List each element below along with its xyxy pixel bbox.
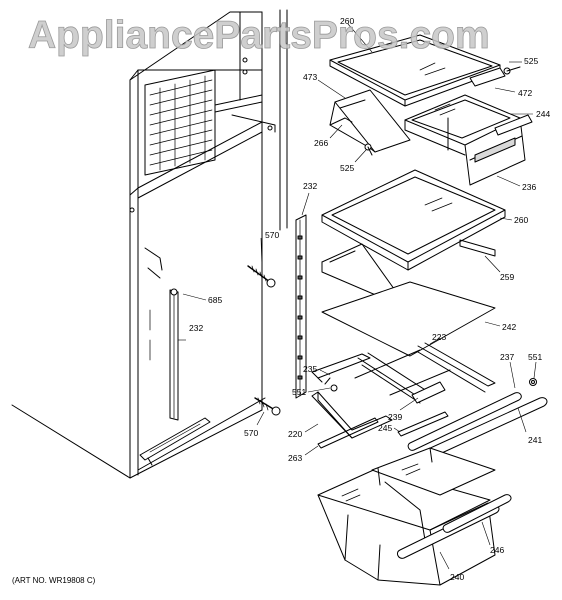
callout-245: 245 xyxy=(378,423,392,433)
callout-239: 239 xyxy=(388,412,402,422)
callout-259: 259 xyxy=(500,272,514,282)
deli-drawer xyxy=(404,67,533,186)
callout-570-lower: 570 xyxy=(244,428,258,438)
crisper-drawers xyxy=(317,447,512,586)
callout-685: 685 xyxy=(208,295,222,305)
side-rail-left xyxy=(169,288,179,421)
support-rod xyxy=(317,417,379,449)
callout-220: 220 xyxy=(288,429,302,439)
cover-rod-237 xyxy=(407,392,522,451)
pin-551-right xyxy=(529,378,537,386)
callout-236: 236 xyxy=(522,182,536,192)
screw-upper xyxy=(247,265,276,288)
callout-232-left: 232 xyxy=(189,323,203,333)
pin-551-left xyxy=(330,384,338,392)
art-number: (ART NO. WR19808 C) xyxy=(12,576,96,585)
callout-551-right: 551 xyxy=(528,352,542,362)
middle-glass-shelf xyxy=(321,169,506,271)
center-ladder-rail xyxy=(279,9,307,399)
callout-525-upper: 525 xyxy=(524,56,538,66)
pin-upper xyxy=(503,66,521,75)
callout-263: 263 xyxy=(288,453,302,463)
callout-260-top-shelf: 260 xyxy=(340,16,354,26)
callout-240: 240 xyxy=(450,572,464,582)
callout-551-left: 551 xyxy=(292,387,306,397)
callout-235: 235 xyxy=(303,364,317,374)
callout-241: 241 xyxy=(528,435,542,445)
callout-473: 473 xyxy=(303,72,317,82)
crisper-frame xyxy=(311,342,496,404)
rail-245 xyxy=(397,411,449,437)
screw-lower xyxy=(254,397,281,416)
shelf-frame-266 xyxy=(329,89,411,153)
callout-570-upper: 570 xyxy=(265,230,279,240)
callout-266: 266 xyxy=(314,138,328,148)
watermark: AppliancePartsPros.com xyxy=(28,14,490,57)
callout-244: 244 xyxy=(536,109,550,119)
crisper-cover-panel xyxy=(321,281,496,357)
callout-472: 472 xyxy=(518,88,532,98)
pin-lower xyxy=(364,143,373,156)
callout-242: 242 xyxy=(502,322,516,332)
callout-246: 246 xyxy=(490,545,504,555)
callout-232-center: 232 xyxy=(303,181,317,191)
callout-237: 237 xyxy=(500,352,514,362)
callout-labels: 260 525 473 472 244 266 525 236 232 260 … xyxy=(189,16,550,582)
cabinet-liner xyxy=(11,11,276,479)
crisper-bracket xyxy=(311,391,393,439)
callout-525-lower: 525 xyxy=(340,163,354,173)
callout-223: 223 xyxy=(432,332,446,342)
leader-lines xyxy=(178,23,537,570)
callout-260-middle-shelf: 260 xyxy=(514,215,528,225)
